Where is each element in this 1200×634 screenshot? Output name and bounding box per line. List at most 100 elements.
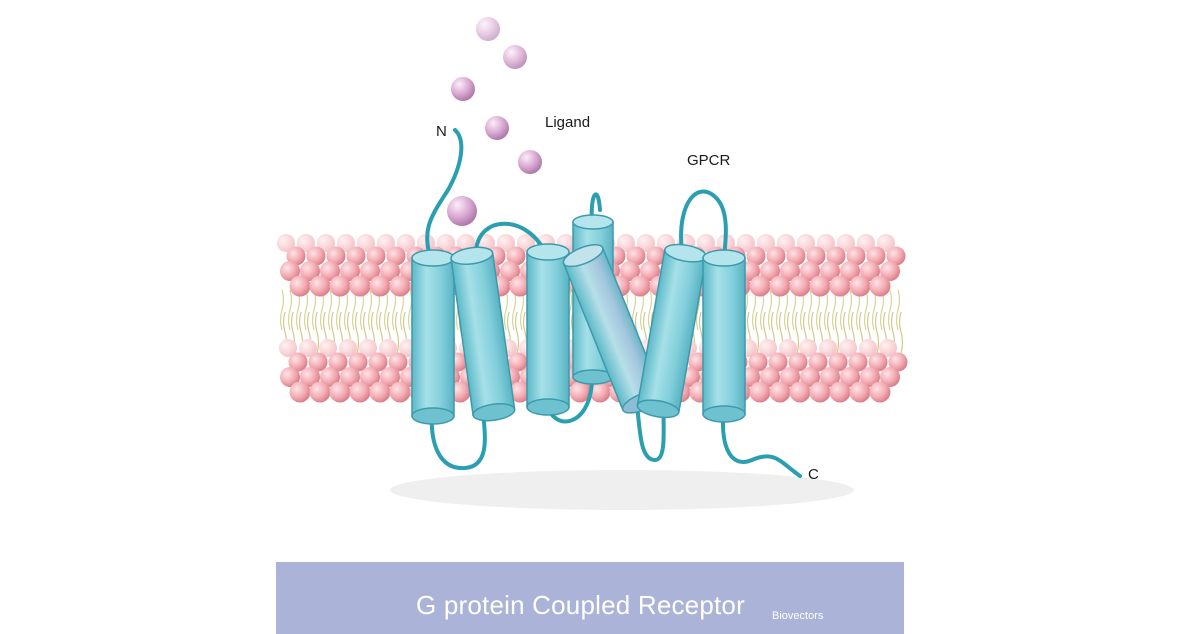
lipid-head <box>860 367 880 387</box>
extracellular-loop-3 <box>679 189 728 260</box>
lipid-head <box>837 234 855 252</box>
lipid-tail <box>783 289 789 331</box>
lipid-tail <box>354 311 360 355</box>
lipid-head <box>886 246 906 266</box>
caption-bar: G protein Coupled Receptor Biovectors <box>276 562 904 634</box>
lipid-tail <box>303 289 309 331</box>
n-terminus-label: N <box>436 123 447 140</box>
lipid-head <box>839 339 857 357</box>
lipid-head <box>366 246 386 266</box>
lipid-head <box>380 261 400 281</box>
lipid-head <box>300 261 320 281</box>
lipid-head <box>319 339 337 357</box>
lipid-head <box>617 234 635 252</box>
lipid-tail <box>751 289 757 331</box>
lipid-head <box>868 352 888 372</box>
lipid-tail <box>311 289 317 331</box>
lipid-tail <box>391 289 397 331</box>
lipid-head <box>748 352 768 372</box>
lipid-head <box>289 381 311 403</box>
lipid-head <box>300 367 320 387</box>
lipid-head <box>509 381 531 403</box>
helix-3 <box>526 243 570 416</box>
lipid-head <box>646 246 666 266</box>
lipid-head <box>286 246 306 266</box>
ligand-sphere <box>503 45 527 69</box>
ligand-sphere <box>451 77 475 101</box>
lipid-head <box>637 234 655 252</box>
lipid-head <box>779 339 797 357</box>
lipid-tail <box>874 311 880 355</box>
ligand-molecules <box>447 17 542 226</box>
lipid-head <box>289 275 311 297</box>
lipid-head <box>348 352 368 372</box>
c-terminus-label: C <box>808 466 819 483</box>
c-terminus-loop <box>721 408 802 478</box>
lipid-head <box>820 367 840 387</box>
lipid-tail <box>287 289 293 331</box>
lipid-tail <box>314 311 320 355</box>
lipid-head <box>437 234 455 252</box>
lipid-head <box>780 367 800 387</box>
ligand-label: Ligand <box>545 114 590 131</box>
lipid-tail <box>351 289 357 331</box>
helix-6 <box>636 243 708 419</box>
lipid-head <box>829 275 851 297</box>
lipid-head <box>280 261 300 281</box>
lipid-head <box>760 367 780 387</box>
intracellular-loop-1 <box>429 408 487 471</box>
lipid-tail <box>511 289 517 331</box>
lipid-head <box>757 234 775 252</box>
lipid-tail <box>823 289 829 331</box>
lipid-head <box>360 261 380 281</box>
lipid-head <box>799 339 817 357</box>
lipid-head <box>888 352 908 372</box>
lipid-head <box>279 339 297 357</box>
lipid-tail <box>394 311 400 355</box>
lipid-head <box>840 367 860 387</box>
lipid-head <box>299 339 317 357</box>
lipid-tail <box>887 289 893 331</box>
lipid-head <box>819 339 837 357</box>
lipid-tail <box>503 289 509 331</box>
lipid-head <box>808 352 828 372</box>
lipid-head <box>320 261 340 281</box>
lipid-head <box>877 234 895 252</box>
lipid-head <box>326 246 346 266</box>
lipid-tail <box>343 289 349 331</box>
lipid-head <box>789 381 811 403</box>
lipid-head <box>339 339 357 357</box>
lipid-head <box>737 234 755 252</box>
lipid-head <box>817 234 835 252</box>
lipid-head <box>509 275 531 297</box>
lipid-head <box>829 381 851 403</box>
intracellular-loop-3 <box>635 403 666 463</box>
lipid-head <box>860 261 880 281</box>
lipid-head <box>497 234 515 252</box>
lipid-head <box>589 381 611 403</box>
lipid-tail <box>871 289 877 331</box>
lipid-head <box>369 275 391 297</box>
lipid-head <box>357 234 375 252</box>
lipid-head <box>880 367 900 387</box>
lipid-head <box>849 275 871 297</box>
extracellular-loop-1 <box>474 221 546 252</box>
lipid-tail <box>847 289 853 331</box>
lipid-head <box>329 381 351 403</box>
lipid-head <box>320 367 340 387</box>
lipid-head <box>880 261 900 281</box>
lipid-tail <box>754 311 760 355</box>
lipid-tail <box>647 289 653 331</box>
lipid-tail <box>831 289 837 331</box>
lipid-head <box>789 275 811 297</box>
n-terminus-loop <box>425 128 464 264</box>
lipid-head <box>277 234 295 252</box>
lipid-head <box>308 352 328 372</box>
lipid-head <box>620 261 640 281</box>
lipid-tail <box>807 289 813 331</box>
lipid-head <box>388 352 408 372</box>
lipid-head <box>397 234 415 252</box>
lipid-head <box>746 246 766 266</box>
lipid-tail <box>514 311 520 355</box>
lipid-head <box>749 275 771 297</box>
